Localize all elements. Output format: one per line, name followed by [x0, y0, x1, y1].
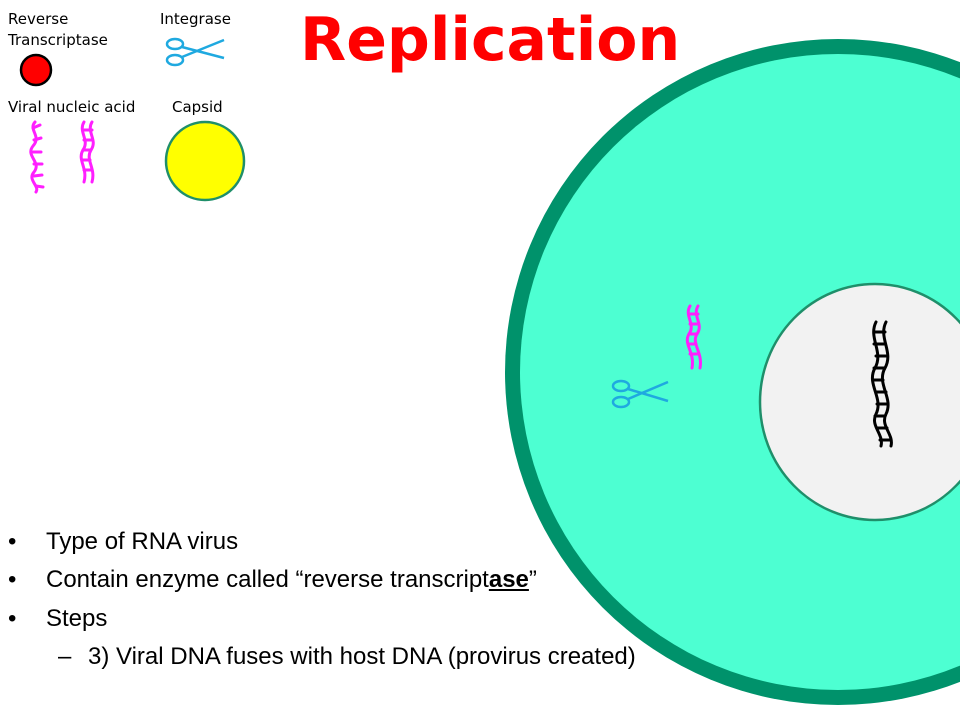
bullet-text: Type of RNA virus: [46, 528, 239, 555]
cell-nucleus: [758, 282, 960, 522]
integrase-scissors-icon: [611, 379, 669, 409]
legend-reverse-transcriptase-line2: Transcriptase: [8, 31, 108, 49]
reverse-transcriptase-icon: [19, 53, 53, 87]
bullet-marker: •: [8, 566, 17, 593]
legend-integrase: Integrase: [160, 10, 231, 28]
bullet-text: Steps: [46, 605, 108, 632]
bullet-text-prefix: Contain enzyme called “reverse transcrip…: [46, 566, 489, 593]
bullet-text: Contain enzyme called “reverse transcrip…: [46, 565, 537, 595]
viral-dna-strand: [685, 304, 702, 370]
legend-reverse-transcriptase-line1: Reverse: [8, 10, 69, 28]
host-dna-strand: [870, 320, 893, 448]
sub-bullet-text: 3) Viral DNA fuses with host DNA (provir…: [88, 643, 636, 670]
bullet-marker: •: [8, 605, 17, 632]
capsid-icon: [164, 120, 246, 202]
cell-cytoplasm: [520, 54, 960, 690]
legend-capsid: Capsid: [172, 98, 223, 116]
slide-title: Replication: [300, 5, 681, 75]
sub-bullet-marker: –: [58, 643, 72, 670]
legend-reverse-transcriptase: Reverse Transcriptase: [8, 9, 108, 51]
bullet-text-suffix: ”: [528, 566, 537, 593]
bullet-marker: •: [8, 528, 17, 555]
scissors-icon: [165, 37, 225, 67]
legend-viral-nucleic-acid: Viral nucleic acid: [8, 98, 136, 116]
single-strand-nucleic-acid-icon: [29, 120, 45, 194]
double-strand-nucleic-acid-icon: [79, 120, 95, 184]
bullet-text-emphasis: ase: [488, 566, 529, 593]
